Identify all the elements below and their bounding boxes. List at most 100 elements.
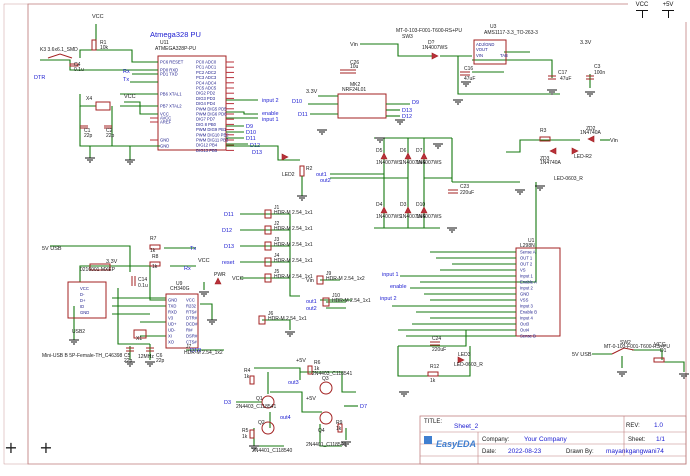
svg-text:D3: D3 bbox=[224, 400, 231, 406]
diode-ref: D4 bbox=[376, 202, 383, 208]
l298-pin-label: Sense B bbox=[520, 334, 536, 339]
title-block: TITLE: Sheet_2 REV: 1.0 Company: Your Co… bbox=[419, 415, 687, 465]
l298-pin-label: Input 3 bbox=[520, 304, 533, 309]
mcu-right-pin-label: PWM DIG9 PB1 bbox=[196, 127, 227, 132]
svg-text:C5: C5 bbox=[124, 353, 131, 359]
svg-text:VCC: VCC bbox=[654, 342, 666, 348]
mcu-name: Atmega328 PU bbox=[150, 30, 201, 39]
svg-text:D?: D? bbox=[428, 40, 435, 46]
add-tab-button[interactable]: + bbox=[39, 438, 53, 457]
header-pin-icon bbox=[264, 241, 272, 251]
mcu-right-pin-label: PWM DIG6 PD6 bbox=[196, 112, 227, 117]
diode-ref: D5 bbox=[376, 148, 383, 154]
l298-pin-label: Input 2 bbox=[520, 286, 533, 291]
mcu-left-pin-label: PC6 RESET bbox=[160, 60, 184, 65]
svg-text:5V USB: 5V USB bbox=[572, 352, 592, 358]
svg-text:D1: D1 bbox=[660, 348, 667, 354]
svg-text:D9: D9 bbox=[246, 124, 253, 130]
svg-text:0.1u: 0.1u bbox=[74, 67, 84, 73]
mcu-left-pin-label: PB7 XTAL2 bbox=[160, 104, 182, 109]
mcu-right-pin-label: DIG 8 PB0 bbox=[196, 122, 217, 127]
svg-text:R5: R5 bbox=[242, 428, 249, 434]
ground-icon bbox=[585, 91, 595, 97]
ch340-right-pin-label: DTR# bbox=[186, 316, 198, 321]
svg-text:D13: D13 bbox=[252, 150, 262, 156]
svg-text:1N4007WS: 1N4007WS bbox=[422, 45, 448, 51]
ground-icon bbox=[453, 99, 463, 105]
usb-connector[interactable] bbox=[67, 281, 107, 319]
zener-led-block: R3 ZD2 1N4740A ZD3 1N4740A LED-R2 LED-06… bbox=[506, 126, 618, 182]
svg-text:HDR-M 2.54_1x2: HDR-M 2.54_1x2 bbox=[184, 350, 223, 356]
regulator-chip[interactable] bbox=[473, 39, 507, 65]
diode-value: 1N4007WS bbox=[376, 160, 402, 166]
l298-pin-label: VS bbox=[520, 268, 526, 273]
svg-text:U9: U9 bbox=[176, 281, 183, 287]
ground-icon bbox=[515, 189, 525, 195]
ground-icon bbox=[85, 157, 95, 163]
flyback-diode-icon bbox=[380, 152, 388, 160]
diode-value: 1N4007WS bbox=[400, 214, 426, 220]
svg-text:3.3V: 3.3V bbox=[106, 259, 118, 265]
svg-text:TAB: TAB bbox=[500, 53, 508, 58]
svg-text:D11: D11 bbox=[298, 112, 308, 118]
usb-pin-label: D+ bbox=[80, 298, 86, 303]
l298n-chip[interactable] bbox=[515, 247, 561, 337]
mcu-chip[interactable] bbox=[157, 55, 227, 151]
svg-text:K3 3.6x6.1_SMD: K3 3.6x6.1_SMD bbox=[40, 47, 78, 53]
header-ref: J4 bbox=[274, 253, 280, 259]
svg-text:22p: 22p bbox=[124, 358, 133, 364]
svg-text:R12: R12 bbox=[430, 364, 439, 370]
diode-value: 1N4007WS bbox=[416, 214, 442, 220]
ch340-right-pin-label: RI# bbox=[186, 328, 193, 333]
svg-text:D13: D13 bbox=[224, 244, 234, 250]
svg-text:R6: R6 bbox=[314, 360, 321, 366]
svg-text:2022-08-23: 2022-08-23 bbox=[508, 448, 542, 455]
svg-text:C16: C16 bbox=[464, 66, 473, 72]
header-ref: J3 bbox=[274, 237, 280, 243]
ch340-chip[interactable] bbox=[165, 293, 199, 349]
svg-text:Q1: Q1 bbox=[256, 396, 263, 402]
svg-text:D9: D9 bbox=[412, 100, 419, 106]
ground-icon bbox=[461, 81, 471, 87]
svg-text:1k: 1k bbox=[244, 374, 250, 380]
mcu-left-pin-label: AREF bbox=[160, 120, 172, 125]
svg-text:C17: C17 bbox=[558, 70, 567, 76]
ground-icon bbox=[395, 119, 405, 125]
svg-text:Sheet:: Sheet: bbox=[628, 437, 646, 443]
svg-text:VCC: VCC bbox=[232, 276, 244, 282]
mcu-right-pin-label: PC1 ADC1 bbox=[196, 65, 217, 70]
svg-text:+5V: +5V bbox=[296, 358, 306, 364]
svg-text:C23: C23 bbox=[460, 184, 469, 190]
header-value: HDR-M 2.54_1x1 bbox=[274, 274, 313, 280]
flyback-diode-icon bbox=[420, 152, 428, 160]
svg-text:C26: C26 bbox=[350, 60, 359, 66]
svg-text:C24: C24 bbox=[432, 336, 441, 342]
diode-ref: D10 bbox=[416, 202, 425, 208]
nrf-chip[interactable] bbox=[337, 93, 387, 119]
svg-text:out1: out1 bbox=[306, 299, 317, 305]
plus5v-power-flag-icon[interactable]: +5V bbox=[658, 2, 678, 20]
header-value: HDR-M 2.54_1x1 bbox=[332, 298, 371, 304]
svg-text:3.3V: 3.3V bbox=[580, 40, 592, 46]
ground-icon bbox=[317, 129, 327, 135]
svg-text:LED3: LED3 bbox=[458, 352, 471, 358]
header-pin-icon bbox=[322, 297, 330, 307]
svg-text:10k: 10k bbox=[100, 45, 109, 51]
vcc-power-flag-icon[interactable]: VCC bbox=[632, 2, 652, 20]
add-sheet-button[interactable]: + bbox=[4, 438, 18, 457]
transistor-hbridge: R4 1k R5 1k R6 1k R9 1k Q1 2N4403_C11854… bbox=[224, 358, 367, 454]
svg-text:Company:: Company: bbox=[482, 437, 510, 443]
header-value: HDR-M 2.54_1x2 bbox=[326, 276, 365, 282]
svg-text:12MHz: 12MHz bbox=[138, 354, 154, 360]
flyback-diode-icon bbox=[404, 206, 412, 214]
mcu-right-pin-label: DIG4 PD4 bbox=[196, 101, 216, 106]
header-value: HDR-M 2.54_1x1 bbox=[268, 316, 307, 322]
svg-text:out2: out2 bbox=[320, 178, 331, 184]
svg-text:Tx: Tx bbox=[190, 246, 196, 252]
header-ref: J6 bbox=[268, 311, 274, 317]
svg-text:R9: R9 bbox=[336, 420, 343, 426]
header-pin-icon bbox=[264, 225, 272, 235]
